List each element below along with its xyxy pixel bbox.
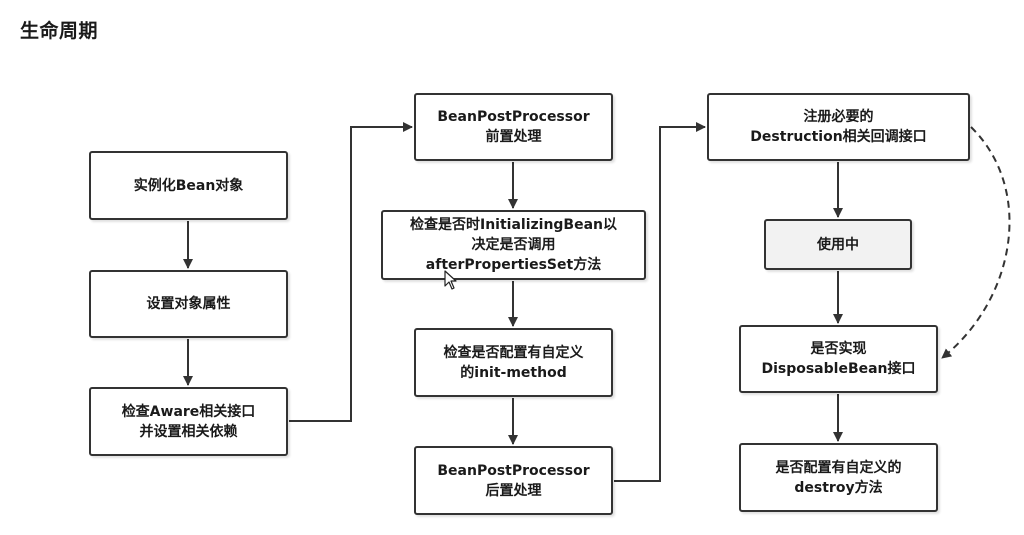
node-label: 检查是否配置有自定义	[443, 344, 584, 361]
page-title: 生命周期	[20, 20, 99, 42]
node-bpp-after: BeanPostProcessor 后置处理	[414, 446, 613, 515]
node-label: Destruction相关回调接口	[750, 129, 927, 145]
node-label: 设置对象属性	[146, 296, 231, 312]
arrow-n3-n4	[289, 122, 413, 422]
node-label: 决定是否调用	[471, 237, 556, 253]
node-instantiate-bean: 实例化Bean对象	[89, 151, 288, 220]
node-label: 使用中	[817, 236, 859, 253]
node-in-use: 使用中	[764, 219, 912, 270]
node-initializing-bean: 检查是否时InitializingBean以 决定是否调用 afterPrope…	[381, 210, 646, 280]
node-label: DisposableBean接口	[761, 361, 916, 377]
node-bpp-before: BeanPostProcessor 前置处理	[414, 93, 613, 161]
dashed-arrow-n8-n10	[941, 126, 1011, 359]
node-label: 注册必要的	[803, 109, 874, 125]
node-label: BeanPostProcessor	[437, 462, 590, 479]
node-label: 检查Aware相关接口	[121, 403, 256, 420]
mouse-pointer-icon	[444, 270, 457, 290]
node-label: afterPropertiesSet方法	[425, 257, 602, 273]
node-destroy-method: 是否配置有自定义的 destroy方法	[739, 443, 938, 512]
node-aware-interfaces: 检查Aware相关接口 并设置相关依赖	[89, 387, 288, 456]
node-label: 是否配置有自定义的	[775, 459, 902, 476]
node-label: 的init-method	[460, 364, 567, 381]
node-label: destroy方法	[794, 479, 883, 496]
arrow-n7-n8	[614, 122, 706, 482]
node-label: 并设置相关依赖	[139, 423, 238, 440]
node-label: 检查是否时InitializingBean以	[409, 217, 618, 233]
node-label: 后置处理	[485, 482, 542, 499]
node-set-properties: 设置对象属性	[89, 270, 288, 338]
node-init-method: 检查是否配置有自定义 的init-method	[414, 328, 613, 397]
node-label: 实例化Bean对象	[133, 177, 244, 194]
node-label: 是否实现	[810, 341, 867, 357]
node-disposable-bean: 是否实现 DisposableBean接口	[739, 325, 938, 393]
node-register-destruction: 注册必要的 Destruction相关回调接口	[707, 93, 970, 161]
node-label: 前置处理	[485, 129, 542, 145]
node-label: BeanPostProcessor	[437, 109, 590, 125]
